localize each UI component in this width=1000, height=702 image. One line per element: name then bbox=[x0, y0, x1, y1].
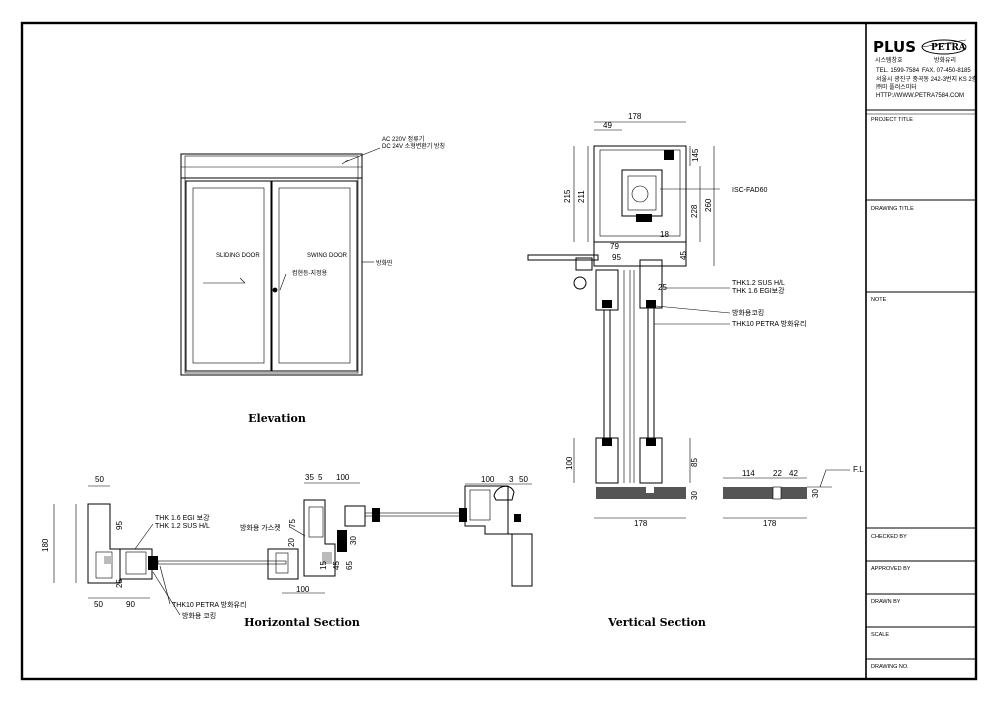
vdim-49: 49 bbox=[603, 121, 612, 130]
vdim-79: 79 bbox=[610, 242, 619, 251]
checked-by-label: CHECKED BY bbox=[871, 534, 907, 540]
vdim-30: 30 bbox=[690, 491, 699, 500]
vsec-callout-operator: ISC-FAD60 bbox=[732, 187, 768, 194]
fdim-114: 114 bbox=[742, 469, 755, 478]
address-text: 서울시 광진구 중곡동 242-3번지 KS 2층 bbox=[876, 75, 978, 83]
hdim-3: 3 bbox=[509, 475, 514, 484]
door-handle-icon bbox=[272, 287, 278, 293]
hdim-35: 35 bbox=[305, 473, 314, 482]
vertical-section-title: Vertical Section bbox=[607, 616, 706, 629]
vdim-178-bottom: 178 bbox=[634, 519, 648, 528]
fax-text: FAX. 07-450-8185 bbox=[922, 68, 971, 74]
hdim-15: 15 bbox=[319, 561, 328, 570]
sliding-door-label: SLIDING DOOR bbox=[216, 253, 260, 259]
hdim-100-right: 100 bbox=[481, 475, 495, 484]
hsec-callout-glass: THK10 PETRA 방화유리 bbox=[172, 600, 246, 609]
hdim-65: 65 bbox=[345, 561, 354, 570]
hdim-50-right: 50 bbox=[519, 475, 528, 484]
vdim-25: 25 bbox=[658, 283, 667, 292]
elevation-note-2: DC 24V 소형변환기 방칭 bbox=[382, 142, 445, 150]
project-title-label: PROJECT TITLE bbox=[871, 117, 913, 123]
vdim-85: 85 bbox=[690, 458, 699, 467]
vdim-260: 260 bbox=[704, 198, 713, 212]
horizontal-section-view: 50 95 180 90 50 25 35 5 100 75 30 20 15 … bbox=[41, 473, 533, 629]
note-label: NOTE bbox=[871, 297, 887, 303]
lock-label: 컴현등-지정용 bbox=[292, 269, 328, 277]
hdim-95: 95 bbox=[115, 521, 124, 530]
hdim-20: 20 bbox=[287, 538, 296, 547]
floor-detail-view: 114 22 42 30 178 F.L bbox=[723, 465, 864, 528]
elevation-title: Elevation bbox=[248, 412, 306, 425]
elevation-view: AC 220V 정류기 DC 24V 소형변환기 방칭 SLIDING DOOR… bbox=[180, 135, 445, 425]
vdim-215: 215 bbox=[563, 189, 572, 203]
hdim-180: 180 bbox=[41, 538, 50, 552]
company-text: ㈜미 플러스미터 bbox=[876, 83, 917, 91]
title-block: PLUS 시스템창호 PETRA 방화유리 TEL. 1599-7584 FAX… bbox=[865, 23, 978, 679]
swing-door-label: SWING DOOR bbox=[307, 253, 348, 259]
hdim-90: 90 bbox=[126, 600, 135, 609]
fl-label: F.L bbox=[853, 465, 864, 474]
scale-label: SCALE bbox=[871, 632, 889, 638]
hdim-30: 30 bbox=[349, 536, 358, 545]
horizontal-section-title: Horizontal Section bbox=[244, 616, 360, 629]
plus-logo: PLUS bbox=[873, 38, 916, 56]
hsec-callout-caulking: 방화용 코킹 bbox=[182, 611, 216, 620]
hdim-50-top: 50 bbox=[95, 475, 104, 484]
hdim-50-bottom: 50 bbox=[94, 600, 103, 609]
vdim-45: 45 bbox=[679, 251, 688, 260]
fdim-22: 22 bbox=[773, 469, 782, 478]
vsec-callout-egi: THK 1.6 EGI보강 bbox=[732, 286, 785, 295]
approved-by-label: APPROVED BY bbox=[871, 566, 911, 572]
vdim-18: 18 bbox=[660, 230, 669, 239]
vdim-95: 95 bbox=[612, 253, 621, 262]
drawing-title-label: DRAWING TITLE bbox=[871, 206, 914, 212]
vsec-callout-glass: THK10 PETRA 방화유리 bbox=[732, 319, 806, 328]
vdim-211: 211 bbox=[577, 190, 586, 203]
hdim-100-bottom: 100 bbox=[296, 585, 310, 594]
petra-logo: PETRA bbox=[931, 43, 967, 53]
hsec-callout-sus: THK 1.2 SUS H/L bbox=[155, 523, 210, 530]
vsec-callout-sus: THK1.2 SUS H/L bbox=[732, 280, 785, 287]
tel-text: TEL. 1599-7584 bbox=[876, 68, 920, 74]
floor-hatch bbox=[596, 487, 686, 499]
frame-label: 방화띤 bbox=[376, 259, 393, 267]
hdim-75: 75 bbox=[288, 519, 297, 528]
url-text: HTTP://WWW.PETRA7584.COM bbox=[876, 93, 964, 99]
vdim-228: 228 bbox=[690, 204, 699, 218]
fdim-42: 42 bbox=[789, 469, 798, 478]
drawing-no-label: DRAWING NO. bbox=[871, 664, 909, 670]
hsec-callout-egi: THK 1.6 EGI 보강 bbox=[155, 513, 210, 522]
fdim-178: 178 bbox=[763, 519, 777, 528]
hdim-45: 45 bbox=[332, 561, 341, 570]
plus-logo-subtitle: 시스템창호 bbox=[875, 56, 903, 64]
hdim-5: 5 bbox=[318, 473, 323, 482]
sheet-border bbox=[20, 21, 978, 681]
petra-logo-subtitle: 방화유리 bbox=[934, 56, 956, 64]
vdim-145: 145 bbox=[691, 148, 700, 162]
vdim-100: 100 bbox=[565, 456, 574, 470]
hdim-100-center: 100 bbox=[336, 473, 350, 482]
vdim-178-top: 178 bbox=[628, 112, 642, 121]
fdim-30: 30 bbox=[811, 489, 820, 498]
elevation-note-1: AC 220V 정류기 bbox=[382, 135, 424, 143]
hdim-25: 25 bbox=[115, 579, 124, 588]
vertical-section-view: 178 49 215 211 145 228 260 79 18 95 45 2… bbox=[527, 112, 806, 629]
vsec-callout-caulking: 방화용코킹 bbox=[732, 308, 764, 317]
hsec-callout-gasket: 방화용 가스켓 bbox=[240, 523, 281, 532]
drawn-by-label: DRAWN BY bbox=[871, 599, 901, 605]
